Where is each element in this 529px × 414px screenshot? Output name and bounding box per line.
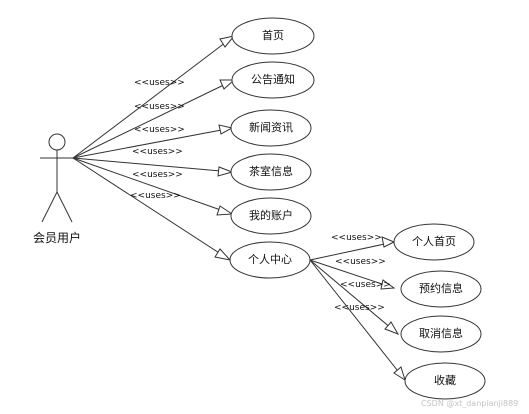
stereotype-favorites: <<uses>> [334, 303, 385, 313]
stereotype-home: <<uses>> [134, 78, 185, 88]
association-news [72, 127, 233, 159]
stereotype-cancel-info: <<uses>> [340, 280, 391, 290]
watermark: CSDN @xt_danpianji889 [421, 399, 518, 408]
stereotype-account: <<uses>> [132, 170, 183, 180]
use-case-news: 新闻资讯 [230, 109, 312, 147]
association-tea-room [72, 157, 233, 173]
arrowhead-booking-info [380, 279, 396, 290]
association-booking-info [309, 259, 395, 289]
association-home [72, 35, 235, 159]
use-case-favorites: 收藏 [404, 362, 486, 400]
stereotype-announcement: <<uses>> [134, 102, 185, 112]
use-case-announcement: 公告通知 [231, 61, 315, 99]
arrowhead-personal-center [214, 248, 232, 261]
stereotype-personal-center: <<uses>> [130, 191, 181, 201]
use-case-personal-home-label: 个人首页 [412, 234, 456, 248]
use-case-account: 我的账户 [230, 197, 312, 235]
stereotype-booking-info: <<uses>> [335, 257, 386, 267]
stereotype-news: <<uses>> [134, 125, 185, 135]
arrowhead-favorites [393, 366, 406, 382]
association-announcement [72, 79, 235, 159]
use-case-booking-info-label: 预约信息 [419, 281, 463, 295]
use-case-news-label: 新闻资讯 [249, 120, 293, 134]
use-case-booking-info: 预约信息 [400, 270, 482, 308]
arrowhead-announcement [219, 79, 236, 90]
stereotype-personal-home: <<uses>> [331, 233, 382, 243]
use-case-tea-room: 茶室信息 [230, 153, 312, 191]
actor-label: 会员用户 [33, 230, 81, 245]
use-case-personal-center: 个人中心 [229, 241, 311, 279]
arrowhead-account [216, 205, 234, 216]
personal-center-associations: <<uses>> <<uses>> <<uses>> <<uses>> [309, 233, 406, 382]
association-account [72, 157, 233, 215]
use-case-announcement-label: 公告通知 [251, 72, 295, 86]
use-case-cancel-info-label: 取消信息 [419, 326, 463, 340]
actor-figure [40, 133, 73, 223]
arrowhead-home [219, 35, 236, 48]
association-personal-center [72, 157, 231, 261]
arrowhead-personal-home [381, 236, 396, 248]
use-case-home-label: 首页 [262, 28, 284, 42]
association-cancel-info [309, 259, 399, 335]
association-favorites [309, 259, 406, 381]
use-case-account-label: 我的账户 [249, 208, 293, 222]
use-case-personal-center-label: 个人中心 [248, 253, 292, 266]
use-case-home: 首页 [231, 17, 315, 55]
arrowhead-tea-room [217, 166, 234, 177]
arrowhead-news [218, 124, 234, 135]
use-case-personal-home: 个人首页 [393, 223, 475, 261]
stereotype-tea-room: <<uses>> [132, 147, 183, 157]
use-case-cancel-info: 取消信息 [400, 315, 482, 353]
association-personal-home [309, 241, 395, 261]
use-case-favorites-label: 收藏 [434, 373, 456, 387]
use-case-tea-room-label: 茶室信息 [249, 164, 293, 178]
arrowhead-cancel-info [384, 321, 400, 335]
actor-associations: <<uses>> <<uses>> <<uses>> <<uses>> <<us… [72, 35, 236, 261]
